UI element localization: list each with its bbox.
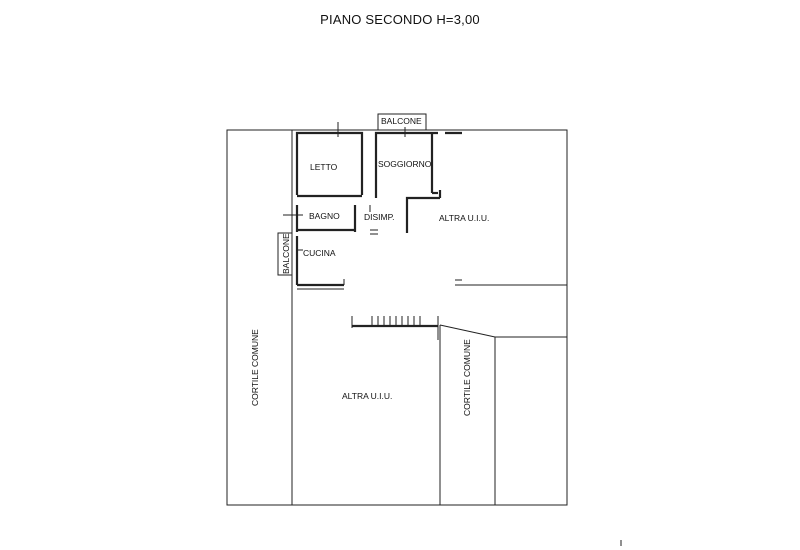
right-courtyard-block [494, 336, 567, 505]
area-label-cortile-right: CORTILE COMUNE [462, 339, 472, 416]
room-label-bagno: BAGNO [309, 211, 340, 221]
staircase [351, 316, 439, 340]
balcony-side [277, 232, 293, 276]
room-label-letto: LETTO [310, 162, 338, 172]
room-label-cucina: CUCINA [303, 248, 336, 258]
apartment-walls [283, 122, 462, 290]
area-label-altra-uiu-lower: ALTRA U.I.U. [342, 391, 392, 401]
balcony-label-side: BALCONE [281, 233, 291, 274]
balcony-top [377, 113, 427, 131]
room-label-soggiorno: SOGGIORNO [378, 159, 432, 169]
lot-boundary [226, 129, 568, 506]
area-label-cortile-left: CORTILE COMUNE [250, 329, 260, 406]
room-label-disimpegno: DISIMP. [364, 212, 395, 222]
balcony-label-top: BALCONE [381, 116, 422, 126]
area-label-altra-uiu-upper: ALTRA U.I.U. [439, 213, 489, 223]
right-courtyard-top-edge [439, 324, 496, 338]
page-title: PIANO SECONDO H=3,00 [320, 12, 480, 27]
